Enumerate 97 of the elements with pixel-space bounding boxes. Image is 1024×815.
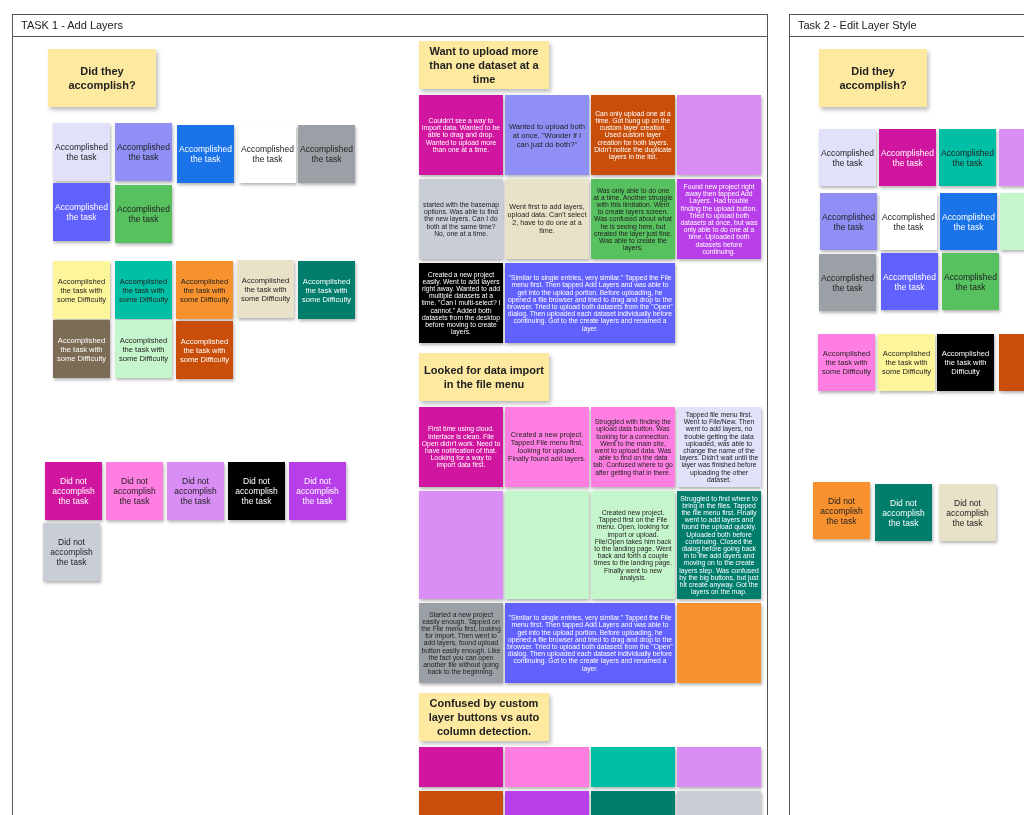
note-text: Accomplished the task: [882, 211, 935, 232]
sticky-note: [298, 261, 355, 319]
sticky-note: [505, 407, 589, 487]
sticky-note: [239, 125, 296, 183]
sticky-note: [298, 125, 355, 183]
sticky-note: [820, 193, 877, 250]
sticky-note: [177, 125, 234, 183]
sticky-note: [591, 491, 675, 599]
heading-text: Did they accomplish?: [838, 64, 908, 92]
note-text: Did not accomplish the task: [49, 537, 94, 567]
sticky-note: [818, 334, 875, 391]
sticky-note: [879, 129, 936, 186]
sticky-note: [115, 261, 172, 319]
heading-text: Did they accomplish?: [67, 64, 137, 92]
note-text: Accomplished the task: [117, 142, 170, 162]
sticky-note: [419, 179, 503, 259]
note-text: Accomplished the task: [821, 147, 874, 168]
task-panel: [12, 14, 768, 815]
sticky-note: [115, 320, 172, 378]
note-text: Accomplished the task: [55, 202, 108, 222]
note-text: Accomplished the task: [55, 142, 108, 162]
sticky-note: [53, 183, 110, 241]
sticky-note: [419, 95, 503, 175]
note-text: Did not accomplish the task: [112, 476, 157, 506]
note-text: Accomplished the task: [821, 272, 874, 293]
sticky-note: [875, 484, 932, 541]
note-text: Accomplished the task: [883, 271, 936, 292]
sticky-note: [677, 95, 761, 175]
note-text: Did not accomplish the task: [51, 476, 96, 506]
sticky-note: [813, 482, 870, 539]
sticky-note: [419, 263, 503, 343]
sticky-note: [878, 334, 935, 391]
sticky-note: [53, 261, 110, 319]
note-text: Did not accomplish the task: [295, 476, 340, 506]
sticky-note: [940, 193, 997, 250]
sticky-note: [591, 95, 675, 175]
sticky-note: [939, 129, 996, 186]
sticky-note: [505, 179, 589, 259]
sticky-note: [419, 603, 503, 683]
panel-title: Task 2 - Edit Layer Style: [798, 18, 917, 34]
sticky-note: [677, 747, 761, 787]
note-text: Accomplished the task: [300, 144, 353, 164]
sticky-note: [505, 95, 589, 175]
sticky-note: [115, 185, 172, 243]
sticky-note: [167, 462, 224, 520]
sticky-note: [53, 320, 110, 378]
header-note: [419, 41, 549, 89]
sticky-note: [419, 491, 503, 599]
header-note: [48, 49, 156, 107]
heading-text: Looked for data import in the file menu: [423, 363, 545, 391]
note-text: Accomplished the task: [822, 211, 875, 232]
task-panel: [789, 14, 1024, 815]
sticky-note: [505, 603, 675, 683]
sticky-note: [939, 484, 996, 541]
sticky-note: [677, 603, 761, 683]
header-note: [819, 49, 927, 107]
sticky-note: [45, 462, 102, 520]
sticky-note: [176, 261, 233, 319]
sticky-note: [942, 253, 999, 310]
sticky-note: [43, 523, 100, 581]
note-text: Accomplished the task: [881, 147, 934, 168]
heading-text: Confused by custom layer buttons vs auto column detection.: [427, 696, 541, 738]
note-text: Accomplished the task: [117, 204, 170, 224]
note-text: Did not accomplish the task: [173, 476, 218, 506]
sticky-note: [115, 123, 172, 181]
note-text: Accomplished the task: [179, 144, 232, 164]
sticky-note: [228, 462, 285, 520]
sticky-note: [880, 193, 937, 250]
note-text: Accomplished the task: [944, 271, 997, 292]
sticky-note: [881, 253, 938, 310]
note-text: Accomplished the task: [241, 144, 294, 164]
heading-text: Want to upload more than one dataset at a time: [428, 44, 540, 86]
sticky-note: [819, 254, 876, 311]
sticky-note: [591, 407, 675, 487]
sticky-note: [289, 462, 346, 520]
sticky-note: [419, 407, 503, 487]
sticky-note: [419, 747, 503, 787]
sticky-note: [819, 129, 876, 186]
note-text: Did not accomplish the task: [819, 495, 864, 526]
header-note: [419, 353, 549, 401]
sticky-note: [505, 747, 589, 787]
note-text: Did not accomplish the task: [945, 497, 990, 528]
panel-title: TASK 1 - Add Layers: [21, 18, 123, 34]
sticky-note: [106, 462, 163, 520]
note-text: Did not accomplish the task: [234, 476, 279, 506]
sticky-note: [505, 491, 589, 599]
sticky-note: [176, 321, 233, 379]
sticky-note: [591, 179, 675, 259]
note-text: Accomplished the task: [941, 147, 994, 168]
note-text: Did not accomplish the task: [881, 497, 926, 528]
sticky-note: [53, 123, 110, 181]
header-note: [419, 693, 549, 741]
sticky-note: [937, 334, 994, 391]
sticky-note: [237, 260, 294, 318]
note-text: Accomplished the task: [942, 211, 995, 232]
sticky-note: [591, 747, 675, 787]
sticky-note: [505, 263, 675, 343]
